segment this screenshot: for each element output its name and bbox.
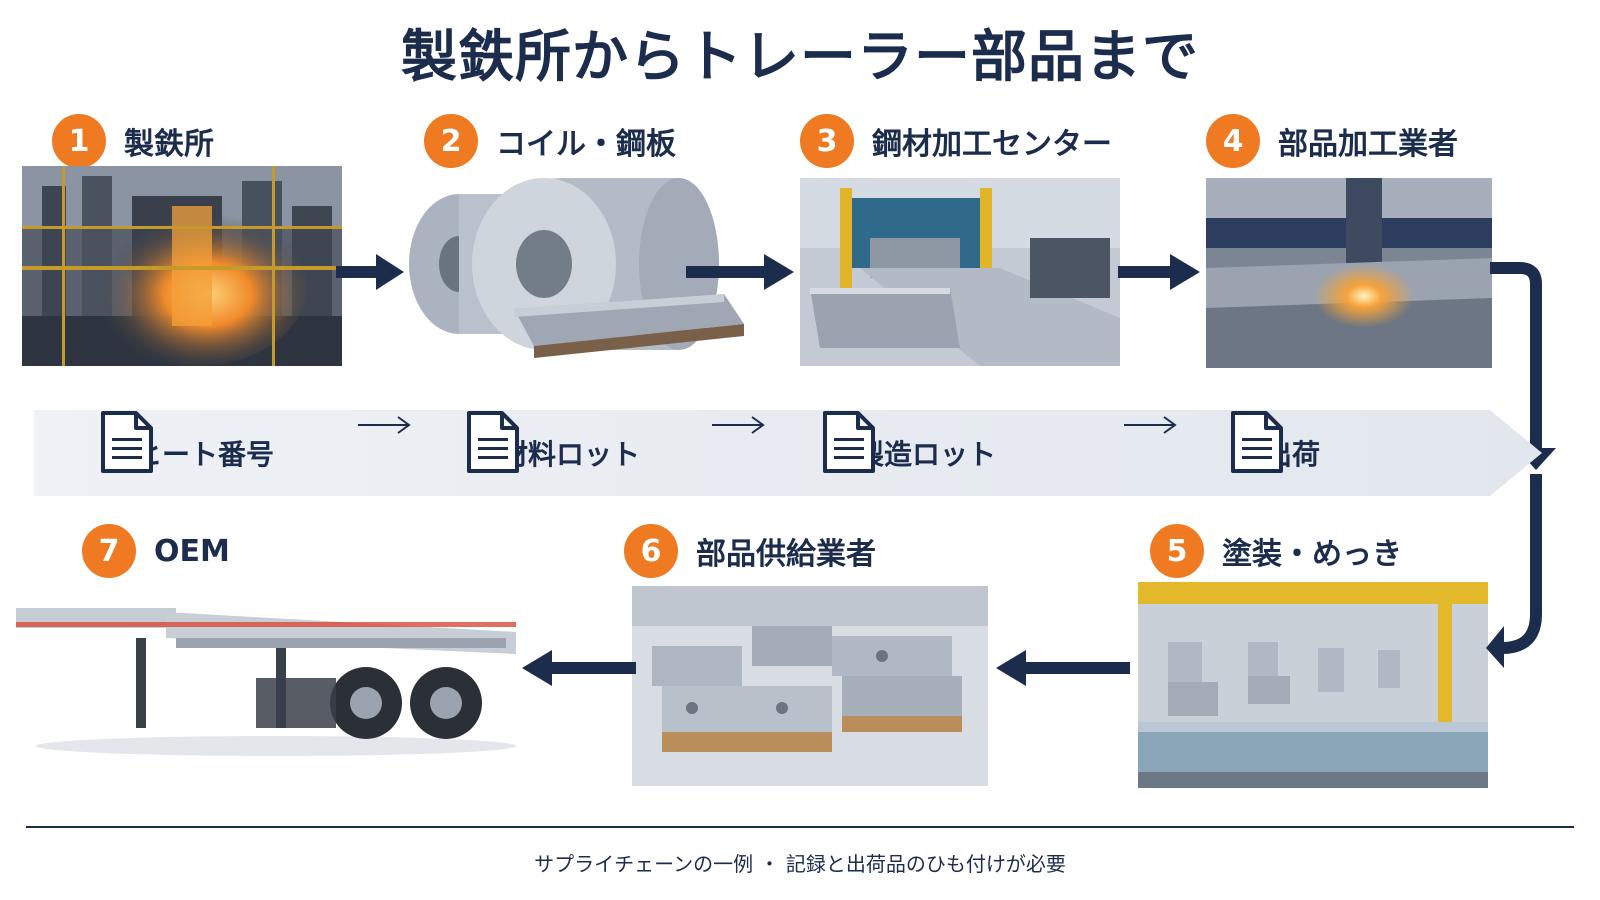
laser-cutting-image [1206,178,1492,368]
step-7-label: OEM [154,533,230,569]
document-icon [467,411,519,473]
step-2-header: 2 コイル・鋼板 [424,114,676,168]
trace-item-material-lot: 材料ロット [466,410,640,496]
right-arrow-icon [358,416,411,434]
flow-arrow-icon [996,650,1130,686]
step-6-badge: 6 [624,524,678,578]
step-5-header: 5 塗装・めっき [1150,524,1402,578]
step-7-badge: 7 [82,524,136,578]
document-icon [823,411,875,473]
footer-note: サプライチェーンの一例 ・ 記録と出荷品のひも付けが必要 [534,852,1066,876]
step-6-header: 6 部品供給業者 [624,524,876,578]
trace-item-heat-number: ヒート番号 [100,410,274,496]
step-1-label: 製鉄所 [124,127,214,162]
trace-label: ヒート番号 [134,438,275,471]
parts-pallet-image [632,586,988,786]
step-1-header: 1 製鉄所 [52,114,214,168]
document-icon [101,411,153,473]
processing-center-image [800,178,1120,366]
document-icon [1231,411,1283,473]
trailer-image [16,598,518,758]
step-2-label: コイル・鋼板 [496,127,676,162]
step-3-badge: 3 [800,114,854,168]
steel-coils-image [404,174,748,374]
step-6-label: 部品供給業者 [696,537,876,572]
step-4-label: 部品加工業者 [1278,127,1458,162]
step-5-label: 塗装・めっき [1222,537,1402,572]
step-4-badge: 4 [1206,114,1260,168]
flow-arrow-icon [336,254,404,290]
flow-arrow-icon [522,650,636,686]
step-4-header: 4 部品加工業者 [1206,114,1458,168]
steel-mill-image [22,166,342,366]
trace-label: 製造ロット [856,438,997,471]
step-3-label: 鋼材加工センター [872,127,1112,162]
traceability-band: ヒート番号 材料ロット [34,410,1544,496]
step-3-header: 3 鋼材加工センター [800,114,1112,168]
flow-arrow-icon [686,254,794,290]
trace-item-production-lot: 製造ロット [822,410,996,496]
step-5-badge: 5 [1150,524,1204,578]
flow-arrow-icon [1118,254,1200,290]
step-7-header: 7 OEM [82,524,230,578]
step-1-badge: 1 [52,114,106,168]
galvanizing-image [1138,582,1488,788]
footer-divider [26,826,1574,828]
trace-label: 材料ロット [500,438,641,471]
step-2-badge: 2 [424,114,478,168]
right-arrow-icon [1124,416,1177,434]
trace-item-shipment: 出荷 [1230,410,1320,496]
page-title: 製鉄所からトレーラー部品まで [401,25,1199,90]
right-arrow-icon [712,416,765,434]
